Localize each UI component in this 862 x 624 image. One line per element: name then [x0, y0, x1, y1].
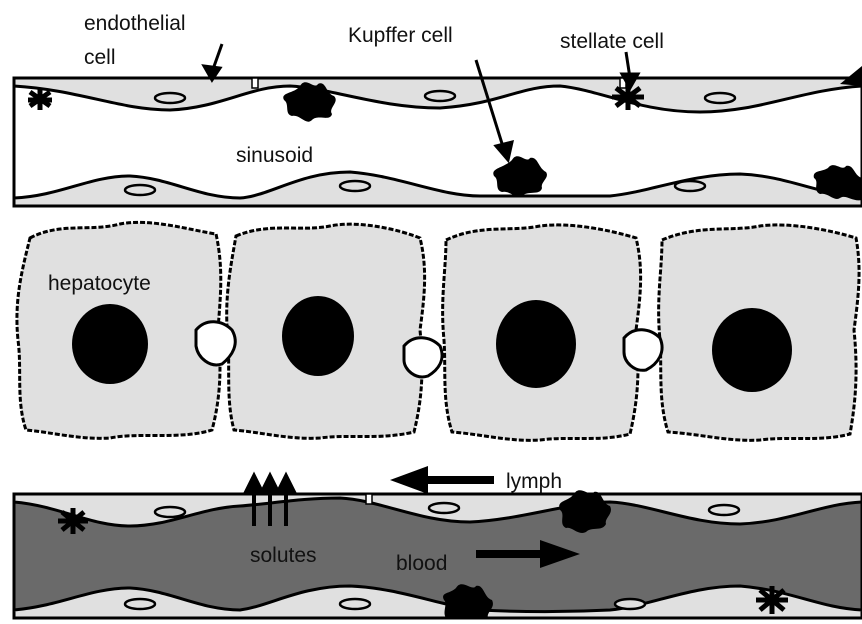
hepatocyte-label: hepatocyte [48, 272, 151, 295]
endothelial-nucleus [425, 91, 455, 101]
sinusoid-label: sinusoid [236, 144, 313, 167]
endothelial-label-line1: endothelial [84, 12, 186, 35]
endothelial-nucleus [125, 599, 155, 609]
endothelial-nucleus [429, 503, 459, 513]
bile-canaliculus [624, 330, 662, 371]
solutes-label: solutes [250, 544, 317, 567]
endothelial-nucleus [705, 93, 735, 103]
endothelial-nucleus [125, 185, 155, 195]
lymph-label: lymph [506, 470, 562, 493]
fenestration [366, 494, 372, 504]
endothelial-nucleus [675, 181, 705, 191]
solutes-arrows-icon [246, 476, 294, 526]
bile-canaliculus [404, 338, 442, 377]
endothelial-nucleus [155, 93, 185, 103]
stellate-cell-icon [28, 88, 52, 110]
corner-arrowhead [840, 66, 862, 86]
stellate-cell-icon [58, 508, 88, 534]
hepatocyte-row [17, 222, 859, 440]
kupffer-label: Kupffer cell [348, 24, 453, 47]
hepatocyte-nucleus [496, 300, 576, 388]
fenestration [252, 78, 258, 88]
hepatocyte-nucleus [712, 308, 792, 392]
endothelial-label-line2: cell [84, 46, 116, 69]
bile-canaliculus [196, 322, 235, 365]
upper-sinusoid [14, 66, 862, 206]
endothelial-nucleus [340, 181, 370, 191]
stellate-cell-icon [612, 84, 644, 110]
hepatocyte-nucleus [72, 304, 148, 384]
hepatocyte-nucleus [282, 296, 354, 376]
endothelial-nucleus [340, 599, 370, 609]
blood-label: blood [396, 552, 447, 575]
endothelial-nucleus [615, 599, 645, 609]
lower-sinusoid [14, 466, 862, 618]
endothelial-nucleus [709, 505, 739, 515]
stellate-label: stellate cell [560, 30, 664, 53]
lymph-arrow-icon [390, 466, 494, 494]
stellate-cell-icon [756, 586, 788, 614]
endothelial-nucleus [155, 507, 185, 517]
